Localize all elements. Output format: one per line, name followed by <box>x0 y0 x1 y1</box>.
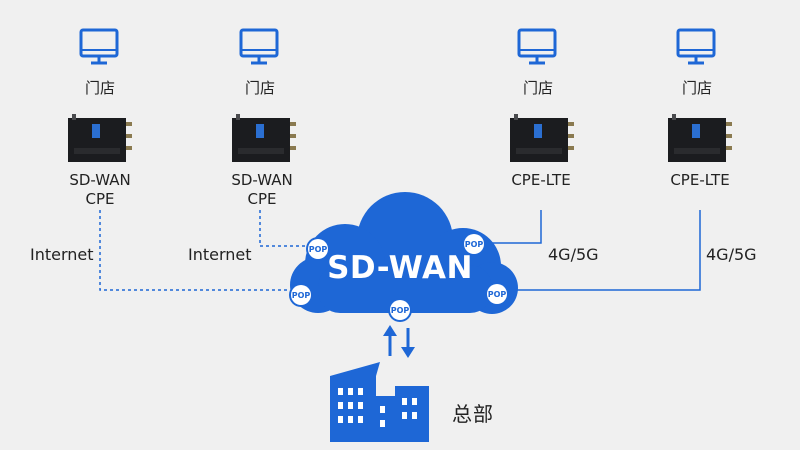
router-icon <box>510 114 574 162</box>
device-label-1: SD-WAN CPE <box>45 171 155 209</box>
router-icon <box>232 114 296 162</box>
device-label-4: CPE-LTE <box>645 171 755 190</box>
internet-link-2 <box>259 210 310 247</box>
device-label-line: CPE-LTE <box>670 171 730 189</box>
monitor-icon <box>676 28 716 65</box>
monitor-icon <box>517 28 557 65</box>
monitor-icon <box>239 28 279 65</box>
lte-link-1 <box>488 210 542 244</box>
device-label-line: SD-WAN <box>231 171 293 189</box>
device-label-line: CPE <box>85 190 115 208</box>
lte-link-2 <box>500 210 701 291</box>
buildings-icon <box>330 362 429 442</box>
link-label-internet-1: Internet <box>30 245 94 264</box>
device-label-line: SD-WAN <box>69 171 131 189</box>
hq-label: 总部 <box>452 402 494 426</box>
cloud-title: SD-WAN <box>327 250 473 286</box>
branch-label-3: 门店 <box>522 79 553 97</box>
monitor-icon <box>79 28 119 65</box>
router-icon <box>668 114 732 162</box>
branch-label-2: 门店 <box>244 79 275 97</box>
branch-label-4: 门店 <box>681 79 712 97</box>
branch-label-1: 门店 <box>84 79 115 97</box>
device-label-line: CPE <box>247 190 277 208</box>
pop-node-icon <box>388 298 412 322</box>
router-icon <box>68 114 132 162</box>
device-label-line: CPE-LTE <box>511 171 571 189</box>
link-label-lte-1: 4G/5G <box>548 245 599 264</box>
pop-node-icon <box>289 283 313 307</box>
internet-link-1 <box>99 210 290 291</box>
link-label-internet-2: Internet <box>188 245 252 264</box>
link-label-lte-2: 4G/5G <box>706 245 757 264</box>
sync-arrows-icon <box>383 325 415 358</box>
device-label-2: SD-WAN CPE <box>207 171 317 209</box>
device-label-3: CPE-LTE <box>486 171 596 190</box>
